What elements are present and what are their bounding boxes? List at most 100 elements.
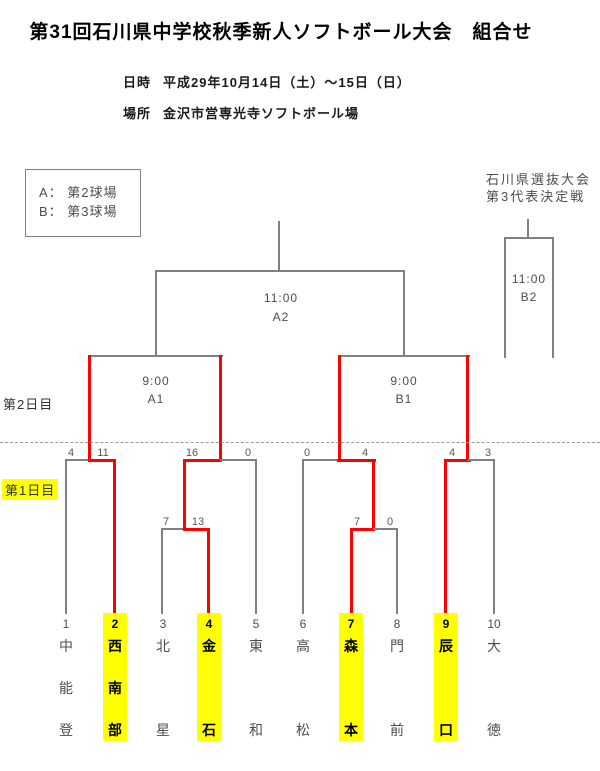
- bracket-line: [396, 528, 398, 614]
- score-game-l0-right: 13: [191, 516, 205, 528]
- winner-path-line: [444, 459, 447, 615]
- bracket-line: [155, 270, 405, 272]
- team-column-9-winner: 9 辰 口: [434, 613, 458, 741]
- day2-label: 第2日目: [3, 397, 54, 412]
- team-column-6: 6 高 松: [290, 613, 316, 741]
- semi-a-court: A1: [147, 392, 165, 406]
- third-place-bracket-line: [504, 237, 554, 239]
- winner-path-line: [207, 528, 210, 615]
- venue-label: 場所: [123, 106, 152, 121]
- team-name-char: 本: [344, 722, 358, 738]
- third-place-bracket-line: [504, 237, 506, 358]
- semi-b-time: 9:00: [390, 374, 418, 388]
- score-game-r2-left: 4: [448, 447, 456, 459]
- bracket-line: [89, 355, 223, 357]
- team-name-char: 高: [296, 638, 310, 654]
- team-column-1: 1 中 能 登: [53, 613, 79, 741]
- winner-path-line: [444, 459, 471, 462]
- winner-path-line: [219, 355, 222, 461]
- score-game-l1-left: 4: [67, 447, 75, 459]
- team-column-2-winner: 2 西 南 部: [103, 613, 127, 741]
- bracket-line: [65, 459, 67, 614]
- bracket-line: [373, 528, 398, 530]
- team-name-char: 辰: [439, 638, 453, 654]
- third-place-bracket-line: [552, 237, 554, 358]
- bracket-line: [278, 221, 280, 271]
- bracket-line: [403, 270, 405, 357]
- team-name-char: 口: [439, 722, 453, 738]
- team-name-char: 北: [156, 638, 170, 654]
- team-number: 8: [393, 617, 401, 631]
- bracket-line: [155, 270, 157, 357]
- team-name-char: 部: [108, 722, 122, 738]
- team-name-char: 能: [59, 680, 73, 696]
- court-legend-line-a: A： 第2球場: [39, 185, 118, 200]
- team-name-char: 和: [249, 722, 263, 738]
- team-number: 7: [347, 617, 355, 631]
- team-number: 10: [487, 617, 501, 631]
- team-column-3: 3 北 星: [150, 613, 176, 741]
- third-place-time: 11:00: [511, 272, 547, 286]
- team-name-char: 中: [59, 638, 73, 654]
- bracket-line: [220, 459, 257, 461]
- bracket-line: [493, 459, 495, 614]
- team-name-char: 森: [344, 638, 358, 654]
- team-name-char: 松: [296, 722, 310, 738]
- bracket-line: [339, 355, 470, 357]
- day1-label: 第1日目: [2, 479, 59, 500]
- team-name-char: 西: [108, 638, 122, 654]
- third-place-court: B2: [520, 290, 538, 304]
- bracket-line: [161, 528, 163, 614]
- winner-path-line: [350, 528, 353, 615]
- bracket-line: [161, 528, 185, 530]
- winner-path-line: [372, 459, 375, 530]
- team-number: 4: [205, 617, 213, 631]
- semi-b-court: B1: [395, 392, 413, 406]
- team-number: 3: [159, 617, 167, 631]
- team-name-char: 前: [390, 722, 404, 738]
- court-legend-box: [25, 169, 141, 237]
- team-name-char: 石: [202, 722, 216, 738]
- team-column-5: 5 東 和: [243, 613, 269, 741]
- bracket-line: [468, 459, 495, 461]
- winner-path-line: [88, 355, 91, 461]
- score-game-l2-right: 0: [244, 447, 252, 459]
- team-number: 1: [62, 617, 70, 631]
- score-game-r1-right: 4: [361, 447, 369, 459]
- winner-path-line: [183, 459, 222, 462]
- bracket-line: [255, 459, 257, 614]
- score-game-l0-left: 7: [162, 516, 170, 528]
- winner-path-line: [183, 528, 210, 531]
- team-name-char: 門: [390, 638, 404, 654]
- team-column-8: 8 門 前: [384, 613, 410, 741]
- semi-a-time: 9:00: [142, 374, 170, 388]
- team-name-char: 金: [202, 638, 216, 654]
- team-name-char: 大: [487, 638, 501, 654]
- day-separator-line: [0, 442, 600, 443]
- winner-path-line: [113, 459, 116, 615]
- date-label: 日時: [123, 75, 152, 90]
- date-value: 平成29年10月14日（土）～15日（日）: [163, 75, 411, 90]
- team-number: 5: [252, 617, 260, 631]
- team-number: 9: [442, 617, 450, 631]
- team-name-char: 登: [59, 722, 73, 738]
- score-game-r0-right: 0: [386, 516, 394, 528]
- team-name-char: 徳: [487, 722, 501, 738]
- final-time: 11:00: [263, 291, 299, 305]
- winner-path-line: [183, 459, 186, 530]
- repechage-title-line2: 第3代表決定戦: [486, 189, 586, 204]
- venue-value: 金沢市営専光寺ソフトボール場: [163, 106, 360, 121]
- court-legend-line-b: B： 第3球場: [39, 204, 118, 219]
- team-column-7-winner: 7 森 本: [339, 613, 363, 741]
- third-place-bracket-line: [527, 219, 529, 238]
- score-game-r1-left: 0: [303, 447, 311, 459]
- team-column-10: 10 大 徳: [481, 613, 507, 741]
- team-name-char: 東: [249, 638, 263, 654]
- page-title: 第31回石川県中学校秋季新人ソフトボール大会 組合せ: [29, 22, 533, 43]
- winner-path-line: [337, 459, 376, 462]
- winner-path-line: [338, 355, 341, 461]
- bracket-line: [302, 459, 339, 461]
- winner-path-line: [88, 459, 116, 462]
- winner-path-line: [466, 355, 469, 461]
- score-game-r0-left: 7: [353, 516, 361, 528]
